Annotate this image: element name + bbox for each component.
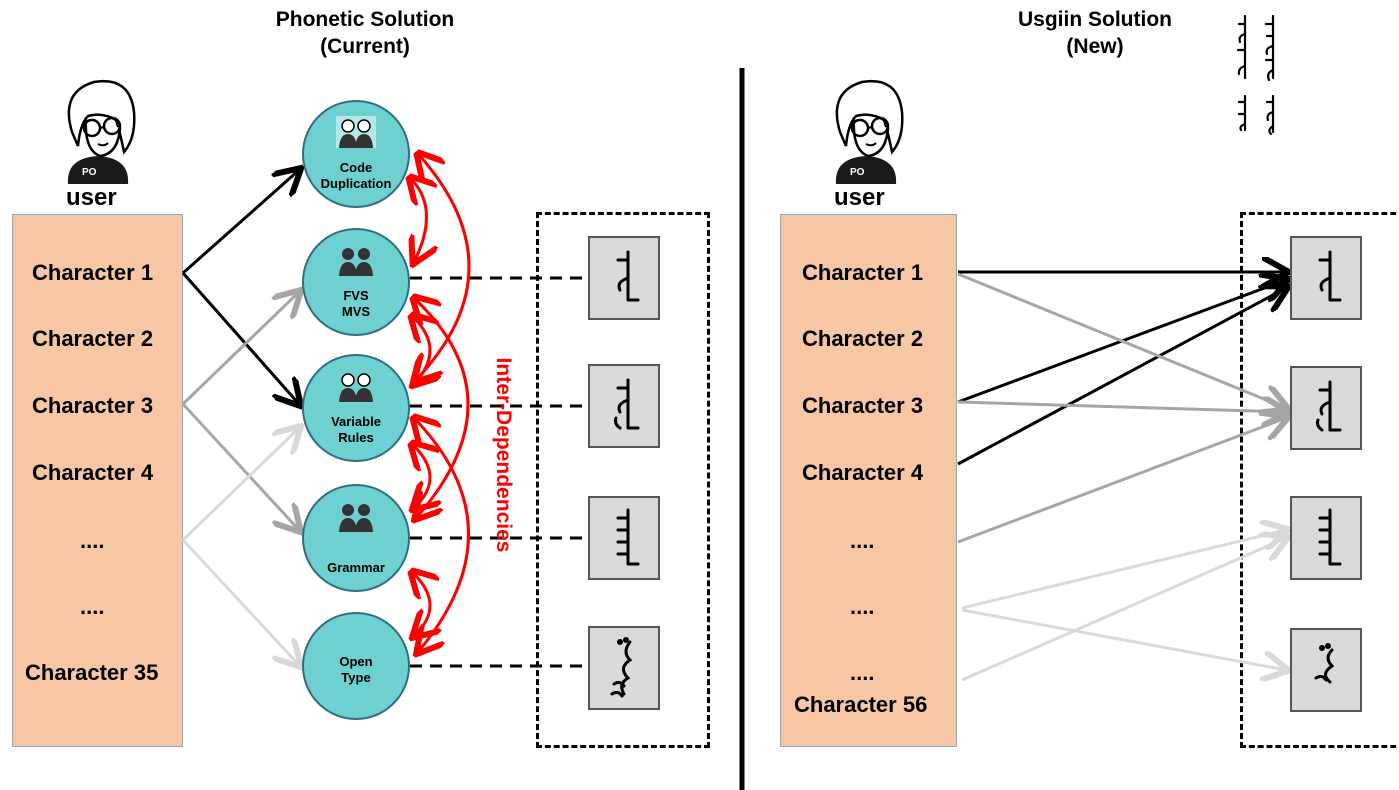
people-icon [339,373,373,402]
node-grammar: Grammar [302,484,410,592]
mongolian-glyph-icon [616,508,640,566]
mongolian-glyph-icon [616,250,640,302]
left-glyph-4 [588,626,660,710]
right-glyph-4 [1290,628,1362,712]
left-title-line1: Phonetic Solution [275,8,455,31]
right-character-4: Character 4 [802,460,924,485]
arrow-char3-fvs [181,292,299,406]
left-title: Phonetic Solution (Current) [230,6,500,60]
left-character-5: .... [80,528,105,553]
right-glyph-container [1240,212,1399,748]
left-character-6: .... [80,594,105,619]
user-avatar-icon: PO [67,79,136,184]
mongolian-glyph-icon [1316,380,1342,432]
arrow-char1-variable [181,272,299,404]
left-character-4: Character 4 [32,460,154,485]
interdep-grammar-opentype [414,574,430,636]
left-character-35: Character 35 [25,660,159,685]
people-icon [339,504,373,532]
arrow-char1-code [182,170,299,275]
right-title-line2: (New) [1066,35,1124,58]
right-user-label: user [834,184,885,211]
right-character-56: Character 56 [794,692,928,717]
mongolian-glyph-icon [610,637,633,698]
right-glyph-1 [1290,236,1362,320]
people-icon [336,116,376,148]
right-glyph-2 [1290,366,1362,450]
left-glyph-2 [588,364,660,448]
arrow-dots-opentype [181,538,299,665]
right-character-2: Character 2 [802,326,924,351]
left-glyph-container [536,212,710,748]
right-glyph-3 [1290,496,1362,580]
right-character-5: .... [850,528,875,553]
mongolian-title-icon [1236,14,1275,135]
right-character-7: .... [850,660,875,685]
left-title-line2: (Current) [320,35,410,58]
arrow-dots-variable [181,428,299,542]
right-title-line1: Usgiin Solution [1018,8,1172,31]
right-character-6: .... [850,594,875,619]
left-character-2: Character 2 [32,326,154,351]
left-user-label: user [66,184,117,211]
people-icon [339,248,373,276]
right-character-panel [780,214,957,747]
left-character-3: Character 3 [32,393,154,418]
left-glyph-3 [588,496,660,580]
right-character-3: Character 3 [802,393,924,418]
right-title: Usgiin Solution (New) [975,6,1215,60]
svg-text:PO: PO [850,167,865,178]
left-glyph-1 [588,236,660,320]
left-character-panel [12,214,183,747]
mongolian-glyph-icon [1318,250,1342,302]
node-grammar-label: Grammar [327,560,385,575]
mongolian-glyph-icon [1314,643,1335,684]
right-character-1: Character 1 [802,260,924,285]
mongolian-glyph-icon [614,378,640,430]
arrow-char3-grammar [181,402,299,530]
svg-text:PO: PO [82,167,97,178]
left-character-1: Character 1 [32,260,154,285]
mongolian-glyph-icon [1318,508,1342,566]
user-avatar-icon: PO [835,79,904,184]
